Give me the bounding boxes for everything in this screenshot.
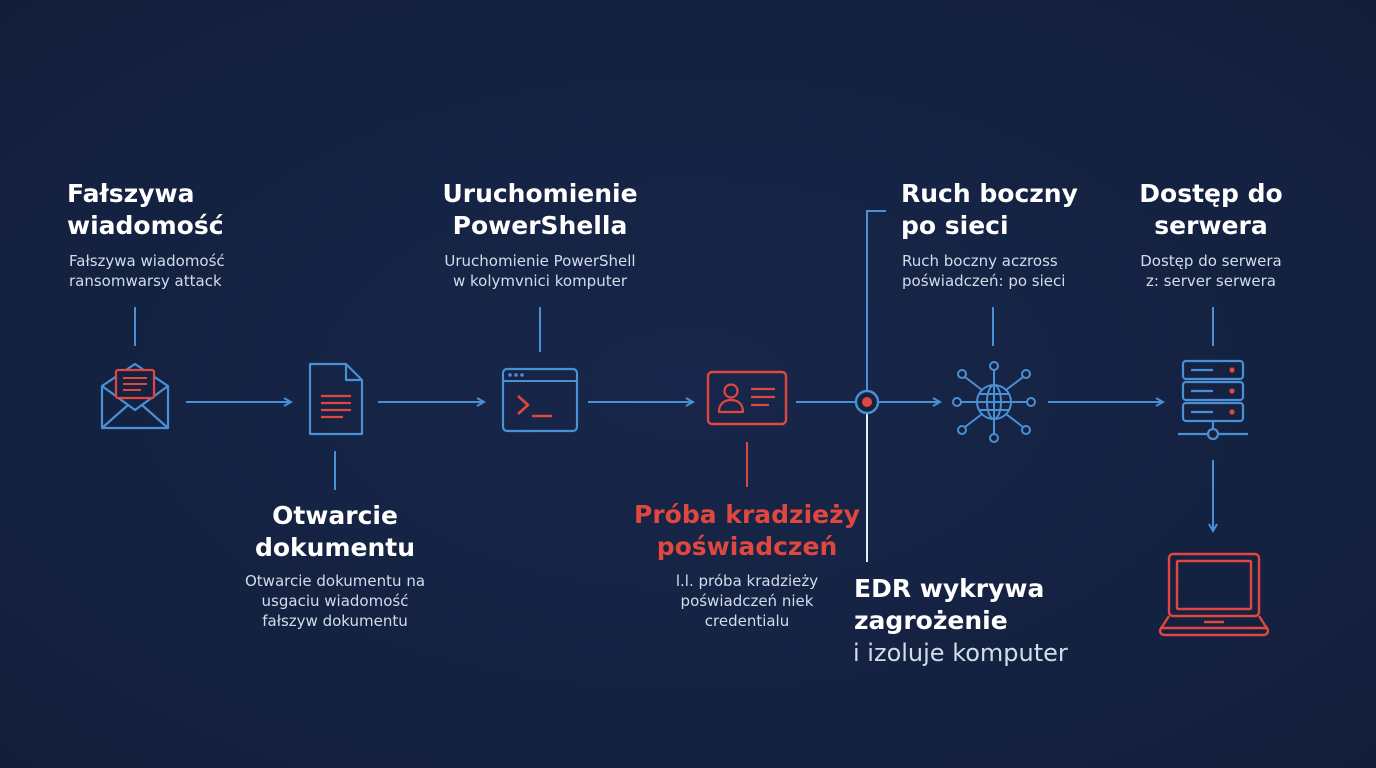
step-desc-lateral: Ruch boczny aczross poświadczeń: po siec… [902,251,1065,291]
step-desc-line: credentialu [704,612,790,630]
step-desc-line: Dostęp do serwera [1140,252,1282,270]
laptop-icon [1158,552,1270,637]
step-desc-line: ransomwarsy attack [69,272,222,290]
step-title-line: po sieci [901,211,1009,240]
step-desc-line: z: server serwera [1145,272,1276,290]
step-title-phishing: Fałszywa wiadomość [67,178,224,242]
step-title-line: Fałszywa [67,179,195,208]
step-title-lateral: Ruch boczny po sieci [901,178,1078,242]
step-title-line: poświadczeń [656,532,838,561]
step-title-line: Próba kradzieży [634,500,860,529]
step-desc-line: usgaciu wiadomość [261,592,409,610]
step-desc-line: poświadczeń: po sieci [902,272,1066,290]
network-globe-icon [952,361,1036,443]
step-desc-line: Ruch boczny aczross [902,252,1058,270]
edr-title: EDR wykrywa zagrożenie [854,573,1044,637]
step-title-line: Dostęp do [1139,179,1283,208]
step-title-line: dokumentu [254,533,416,562]
step-title-credentials: Próba kradzieży poświadczeń [612,499,882,563]
step-desc-line: poświadczeń niek [680,592,814,610]
step-title-server: Dostęp do serwera [1100,178,1322,242]
step-desc-line: Uruchomienie PowerShell [444,252,636,270]
terminal-icon [501,367,579,433]
step-title-line: PowerShella [452,211,628,240]
document-icon [308,362,364,436]
step-desc-phishing: Fałszywa wiadomość ransomwarsy attack [69,251,225,291]
server-icon [1178,359,1248,441]
detection-node-icon [854,389,880,415]
step-title-line: serwera [1154,211,1268,240]
step-title-line: Ruch boczny [901,179,1078,208]
step-desc-line: fałszyw dokumentu [262,612,408,630]
step-title-powershell: Uruchomienie PowerShella [405,178,675,242]
step-desc-powershell: Uruchomienie PowerShell w kolymvnici kom… [405,251,675,291]
step-title-line: wiadomość [67,211,224,240]
step-desc-line: l.l. próba kradzieży [675,572,819,590]
step-title-line: Uruchomienie [442,179,638,208]
edr-bracket-top [866,210,886,390]
edr-title-line: EDR wykrywa [854,574,1045,603]
step-desc-document: Otwarcie dokumentu na usgaciu wiadomość … [205,571,465,631]
id-card-icon [706,370,788,426]
step-desc-line: w kolymvnici komputer [452,272,627,290]
step-desc-credentials: l.l. próba kradzieży poświadczeń niek cr… [612,571,882,631]
step-title-line: Otwarcie [272,501,398,530]
envelope-icon [100,362,170,430]
step-title-document: Otwarcie dokumentu [205,500,465,564]
step-desc-line: Otwarcie dokumentu na [244,572,426,590]
edr-title-line: zagrożenie [854,606,1008,635]
edr-subtitle: i izoluje komputer [853,639,1068,667]
step-desc-line: Fałszywa wiadomość [69,252,225,270]
step-desc-server: Dostęp do serwera z: server serwera [1100,251,1322,291]
